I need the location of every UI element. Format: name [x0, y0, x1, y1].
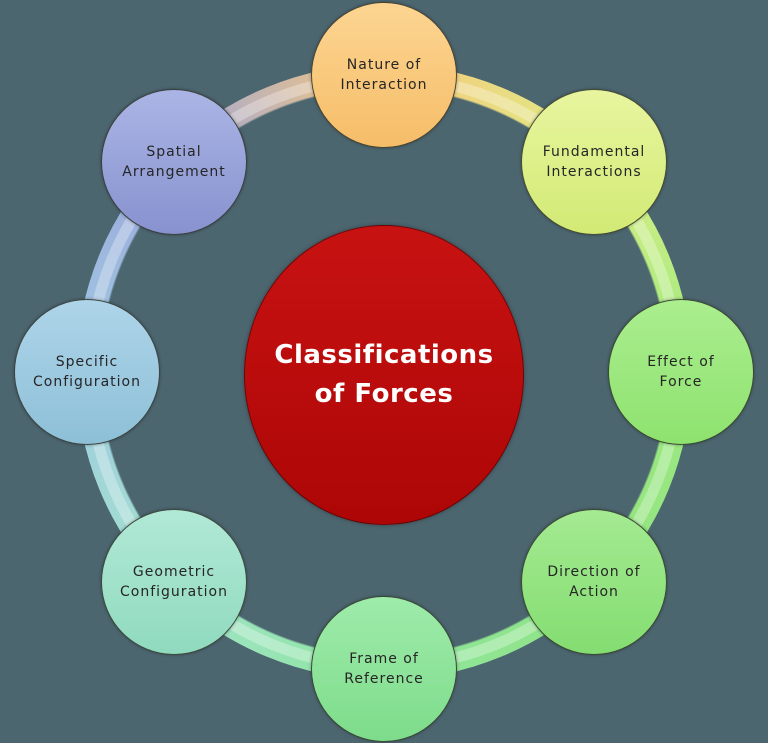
node-frame-of-reference: Frame of Reference	[311, 596, 457, 742]
node-label: Geometric Configuration	[120, 563, 228, 600]
node-label: Direction of Action	[547, 563, 641, 600]
node-geometric-configuration: Geometric Configuration	[101, 509, 247, 655]
node-direction-of-action: Direction of Action	[521, 509, 667, 655]
node-label: Specific Configuration	[33, 353, 141, 390]
node-label: Frame of Reference	[344, 650, 424, 687]
node-label: Nature of Interaction	[340, 56, 428, 93]
center-topic-label: Classifications of Forces	[274, 340, 494, 409]
node-specific-configuration: Specific Configuration	[14, 299, 160, 445]
node-effect-of-force: Effect of Force	[608, 299, 754, 445]
node-spatial-arrangement: Spatial Arrangement	[101, 89, 247, 235]
node-nature-of-interaction: Nature of Interaction	[311, 2, 457, 148]
node-fundamental-interactions: Fundamental Interactions	[521, 89, 667, 235]
node-label: Effect of Force	[647, 353, 715, 390]
center-topic: Classifications of Forces	[244, 225, 524, 525]
node-label: Spatial Arrangement	[122, 143, 226, 180]
node-label: Fundamental Interactions	[542, 143, 646, 180]
